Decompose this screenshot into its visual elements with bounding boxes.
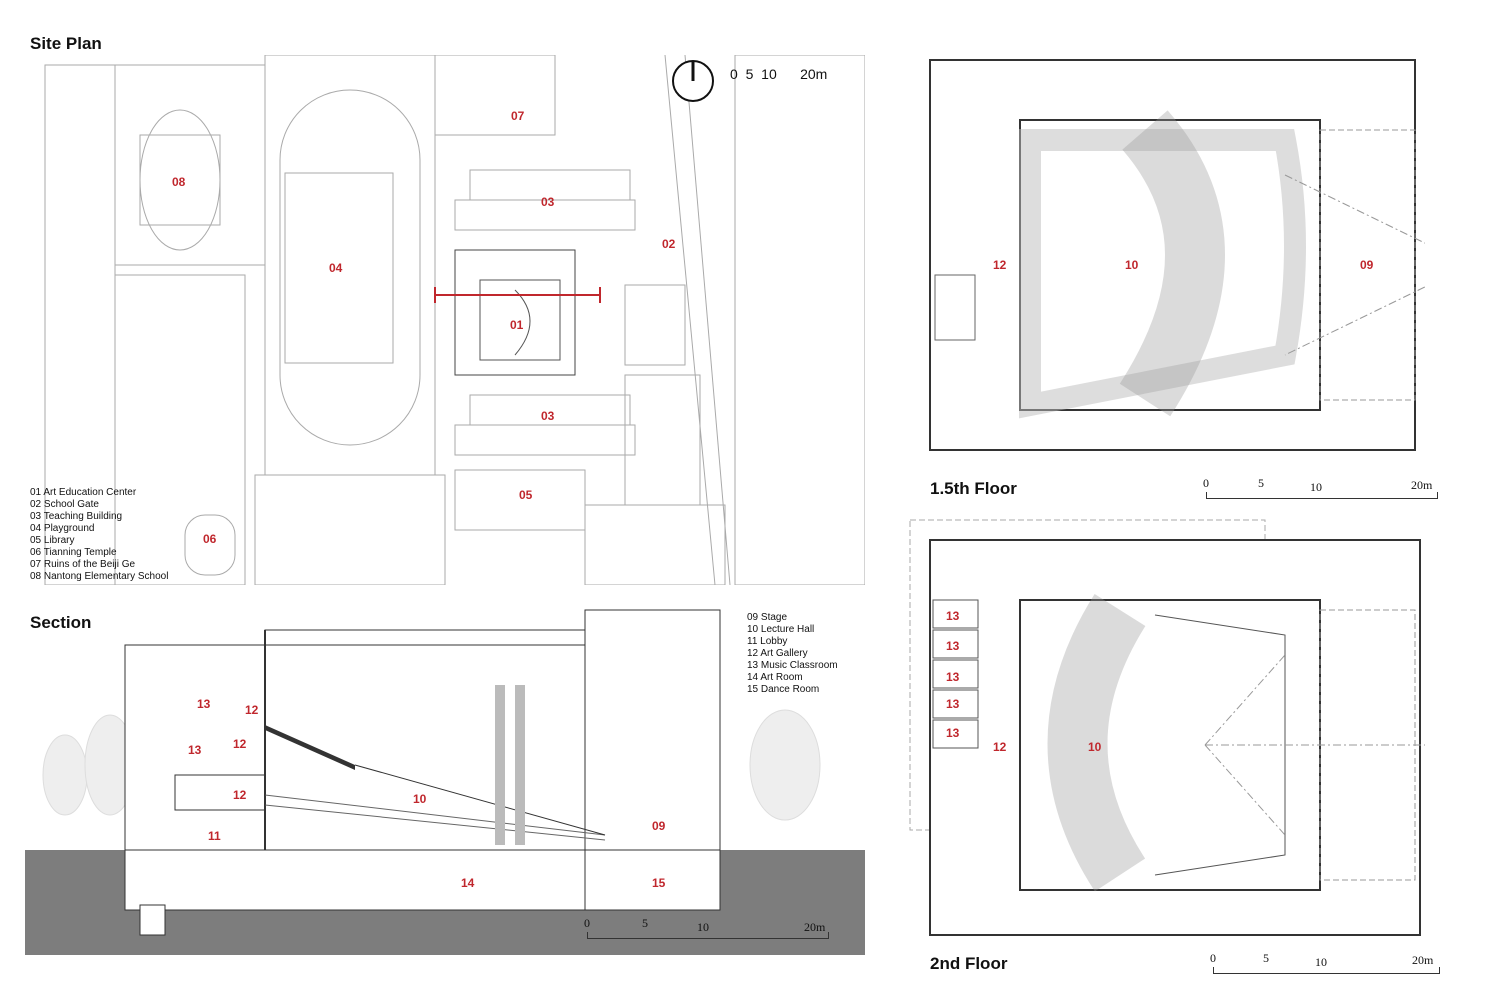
floor2-label-13e: 13 [946,726,960,740]
section-label-12c: 12 [233,788,247,802]
legend-item: 07 Ruins of the Beiji Ge [30,559,136,570]
north-arrow-icon [672,60,714,102]
floor2-label-13c: 13 [946,670,960,684]
legend-item: 06 Tianning Temple [30,547,117,558]
floor15-label-12: 12 [993,258,1007,272]
section-label-14: 14 [461,876,475,890]
floor2-label-13b: 13 [946,639,960,653]
floor2-label-13d: 13 [946,697,960,711]
site-label-05: 05 [519,488,533,502]
legend-item: 03 Teaching Building [30,511,123,522]
section-label-12b: 12 [233,737,247,751]
site-label-03b: 03 [541,409,555,423]
site-label-08: 08 [172,175,186,189]
floor2-label-13a: 13 [946,609,960,623]
section-label-13b: 13 [188,743,202,757]
floor-15-plan [929,59,1425,451]
section-label-15: 15 [652,876,666,890]
legend-item: 12 Art Gallery [747,648,808,659]
section-drawing [25,609,865,955]
site-plan-title: Site Plan [30,34,102,53]
section-label-11: 11 [208,829,221,843]
section-label-13a: 13 [197,697,211,711]
section-title: Section [30,613,92,632]
site-label-07: 07 [511,109,525,123]
legend-item: 15 Dance Room [747,684,820,695]
legend-item: 10 Lecture Hall [747,624,815,635]
section-label-10: 10 [413,792,427,806]
legend-item: 08 Nantong Elementary School [30,571,169,582]
section-label-09: 09 [652,819,666,833]
legend-item: 01 Art Education Center [30,487,137,498]
floor-15-title: 1.5th Floor [930,479,1017,498]
section-legend: 09 Stage 10 Lecture Hall 11 Lobby 12 Art… [747,612,838,696]
floor-2-plan [909,519,1425,936]
legend-item: 13 Music Classroom [747,660,838,671]
legend-item: 04 Playground [30,523,95,534]
site-plan-map [44,55,865,585]
site-label-01: 01 [510,318,524,332]
floor15-label-10: 10 [1125,258,1139,272]
legend-item: 14 Art Room [747,672,803,683]
legend-item: 09 Stage [747,612,788,623]
legend-item: 02 School Gate [30,499,99,510]
site-scale: 0 5 10 20m [730,66,828,82]
section-label-12a: 12 [245,703,259,717]
legend-item: 11 Lobby [747,636,788,647]
site-legend: 01 Art Education Center 02 School Gate 0… [30,487,168,583]
site-label-04: 04 [329,261,343,275]
floor15-label-09: 09 [1360,258,1374,272]
site-label-06: 06 [203,532,217,546]
legend-item: 05 Library [30,535,75,546]
floor2-label-12: 12 [993,740,1007,754]
floor-2-title: 2nd Floor [930,954,1008,973]
site-label-03a: 03 [541,195,555,209]
site-label-02: 02 [662,237,676,251]
floor2-label-10: 10 [1088,740,1102,754]
